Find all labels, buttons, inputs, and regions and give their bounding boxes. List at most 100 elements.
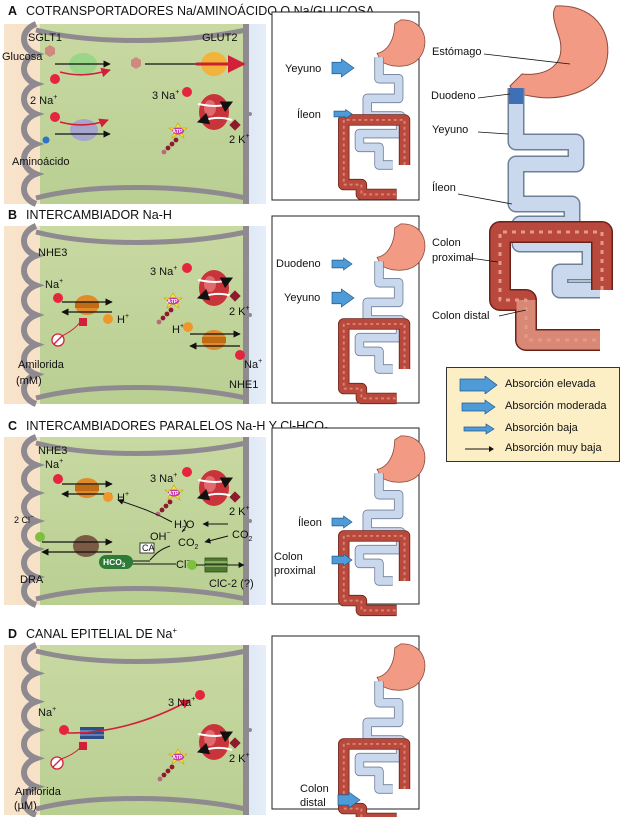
nhe1-label: NHE1 [229, 379, 258, 391]
na-dot [182, 263, 192, 273]
colon-haustra [342, 118, 406, 196]
svg-text:ATP: ATP [172, 755, 183, 761]
cytoplasm [40, 226, 246, 404]
nhe3-exchanger [75, 478, 99, 498]
ileon-label: Íleon [432, 181, 456, 194]
aminoacid-dot [42, 136, 50, 144]
lateral-membrane [35, 796, 247, 812]
nhe3-label: NHE3 [38, 445, 67, 457]
inhibition-mark [79, 742, 87, 750]
k2-label: 2 K+ [229, 752, 250, 765]
thumb-panel [271, 427, 426, 617]
na-dot [59, 725, 69, 735]
hco3-label: HCO3 [103, 557, 126, 569]
arrow-medium-icon [331, 553, 353, 567]
small-intestine [509, 88, 600, 297]
colon-proximal-label: Colon [432, 237, 461, 249]
na-dot [50, 112, 60, 122]
svg-text:ATP: ATP [172, 129, 183, 135]
amilorida-conc: (µM) [14, 800, 37, 812]
arrow-small-icon [333, 108, 353, 120]
panel-c-cell: NHE3 Na+ H+ 2 Cl− DRA 3 Na+ 2 K+ ATP H2O… [14, 445, 254, 590]
stomach [509, 5, 609, 99]
na-dot [182, 87, 192, 97]
panel-d-title: CANAL EPITELIAL DE Na+ [26, 626, 177, 641]
legend-item-very-low: Absorción muy baja [455, 440, 615, 458]
lateral-membrane [35, 385, 247, 401]
apical-membrane [21, 642, 45, 817]
na-label: Na+ [45, 278, 63, 291]
na-label: Na+ [45, 458, 63, 471]
arrow-medium-icon [461, 399, 496, 415]
stomach [376, 223, 426, 271]
thumb-panel [271, 215, 426, 405]
membrane-node [248, 313, 252, 317]
membrane-node [248, 519, 252, 523]
thumb-panel [271, 635, 426, 817]
k2-label: 2 K+ [229, 305, 250, 318]
aa-transporter [70, 119, 98, 141]
k-diamond [229, 290, 241, 302]
svg-text:ATP: ATP [167, 299, 178, 305]
panel-d-cell: Na+ 3 Na+ 2 K+ ATP Amilorida (µM) [14, 690, 250, 812]
sglt1-label: SGLT1 [28, 32, 62, 44]
na-dot [182, 467, 192, 477]
duodeno-label: Duodeno [431, 90, 476, 102]
glut2-label: GLUT2 [202, 32, 237, 44]
na3-label: 3 Na+ [150, 265, 177, 278]
nhe1-exchanger [202, 330, 226, 350]
colon-proximal-label-2: proximal [274, 565, 316, 577]
enac-channel [80, 727, 104, 739]
lateral-membrane [35, 440, 247, 456]
colon-distal-label: Colon distal [432, 310, 489, 322]
colon-haustra [342, 534, 406, 612]
oh-label: OH− [150, 530, 171, 543]
k2-label: 2 K+ [229, 133, 250, 146]
nhe3-label: NHE3 [38, 247, 67, 259]
arrow-thin-icon [465, 446, 494, 452]
cell-panel [4, 223, 266, 407]
panel-a-letter: A [8, 4, 17, 18]
amilorida-conc: (mM) [16, 375, 42, 387]
h-dot [103, 314, 113, 324]
panel-d-letter: D [8, 627, 17, 641]
cl-dot [187, 560, 197, 570]
amilorida-label: Amilorida [18, 359, 65, 371]
dra-exchanger [73, 535, 99, 557]
k-diamond [229, 737, 241, 749]
glucose-hexagon [131, 57, 141, 69]
colon-distal-label: Colon [300, 783, 329, 795]
cytoplasm [40, 645, 246, 815]
panel-c-letter: C [8, 419, 17, 433]
yeyuno-label: Yeyuno [285, 63, 321, 75]
gi-tract-diagram [489, 5, 613, 351]
lateral-membrane [35, 586, 247, 602]
colon-proximal-label: Colon [274, 551, 303, 563]
legend: Absorción elevada Absorción moderada Abs… [446, 367, 620, 462]
co2-label: CO2 [232, 529, 253, 543]
clc2-label: ClC-2 (?) [209, 578, 254, 590]
cl-dot [35, 532, 45, 542]
arrow-large-icon [459, 376, 498, 394]
na-dot [235, 350, 245, 360]
apical-membrane [21, 434, 46, 608]
cell-panel [4, 642, 266, 817]
k-diamond [229, 491, 241, 503]
aminoacido-label: Aminoácido [12, 156, 69, 168]
na-label: 2 Na+ [30, 94, 57, 107]
yeyuno-label: Yeyuno [284, 292, 320, 304]
glucosa-label: Glucosa [2, 51, 43, 63]
na-label: Na+ [244, 358, 262, 371]
inhibition-mark [79, 318, 87, 326]
colon-haustra [498, 230, 604, 342]
k2-label: 2 K+ [229, 505, 250, 518]
stomach [376, 19, 426, 67]
lateral-membrane [35, 229, 247, 245]
arrow-large-icon [331, 288, 355, 308]
glucose-hexagon [45, 45, 55, 57]
na-label: Na+ [38, 706, 56, 719]
duodeno-label: Duodeno [276, 258, 321, 270]
na-dot [53, 293, 63, 303]
lateral-membrane [35, 185, 247, 201]
ca-enzyme [139, 542, 155, 554]
